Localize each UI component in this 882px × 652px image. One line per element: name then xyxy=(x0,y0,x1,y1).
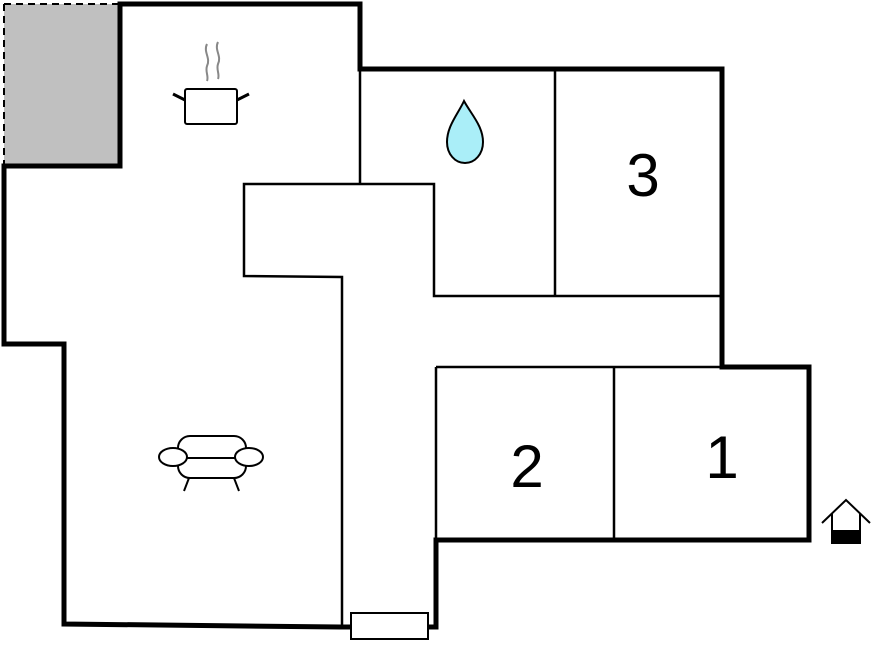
terrace-dashed-edge xyxy=(3,3,120,166)
sofa-icon xyxy=(158,435,264,492)
house-entrance-icon xyxy=(821,498,871,544)
outer-wall xyxy=(1,1,812,630)
hallway-block-wall xyxy=(242,182,722,627)
front-door xyxy=(350,612,429,640)
bedroom-1-number: 1 xyxy=(705,424,738,491)
terrace-area xyxy=(4,4,120,166)
cooking-pot-icon xyxy=(172,41,250,125)
bedroom-2-number: 2 xyxy=(510,433,543,500)
bedroom-3-number: 3 xyxy=(626,142,659,209)
water-drop-icon xyxy=(445,98,485,165)
